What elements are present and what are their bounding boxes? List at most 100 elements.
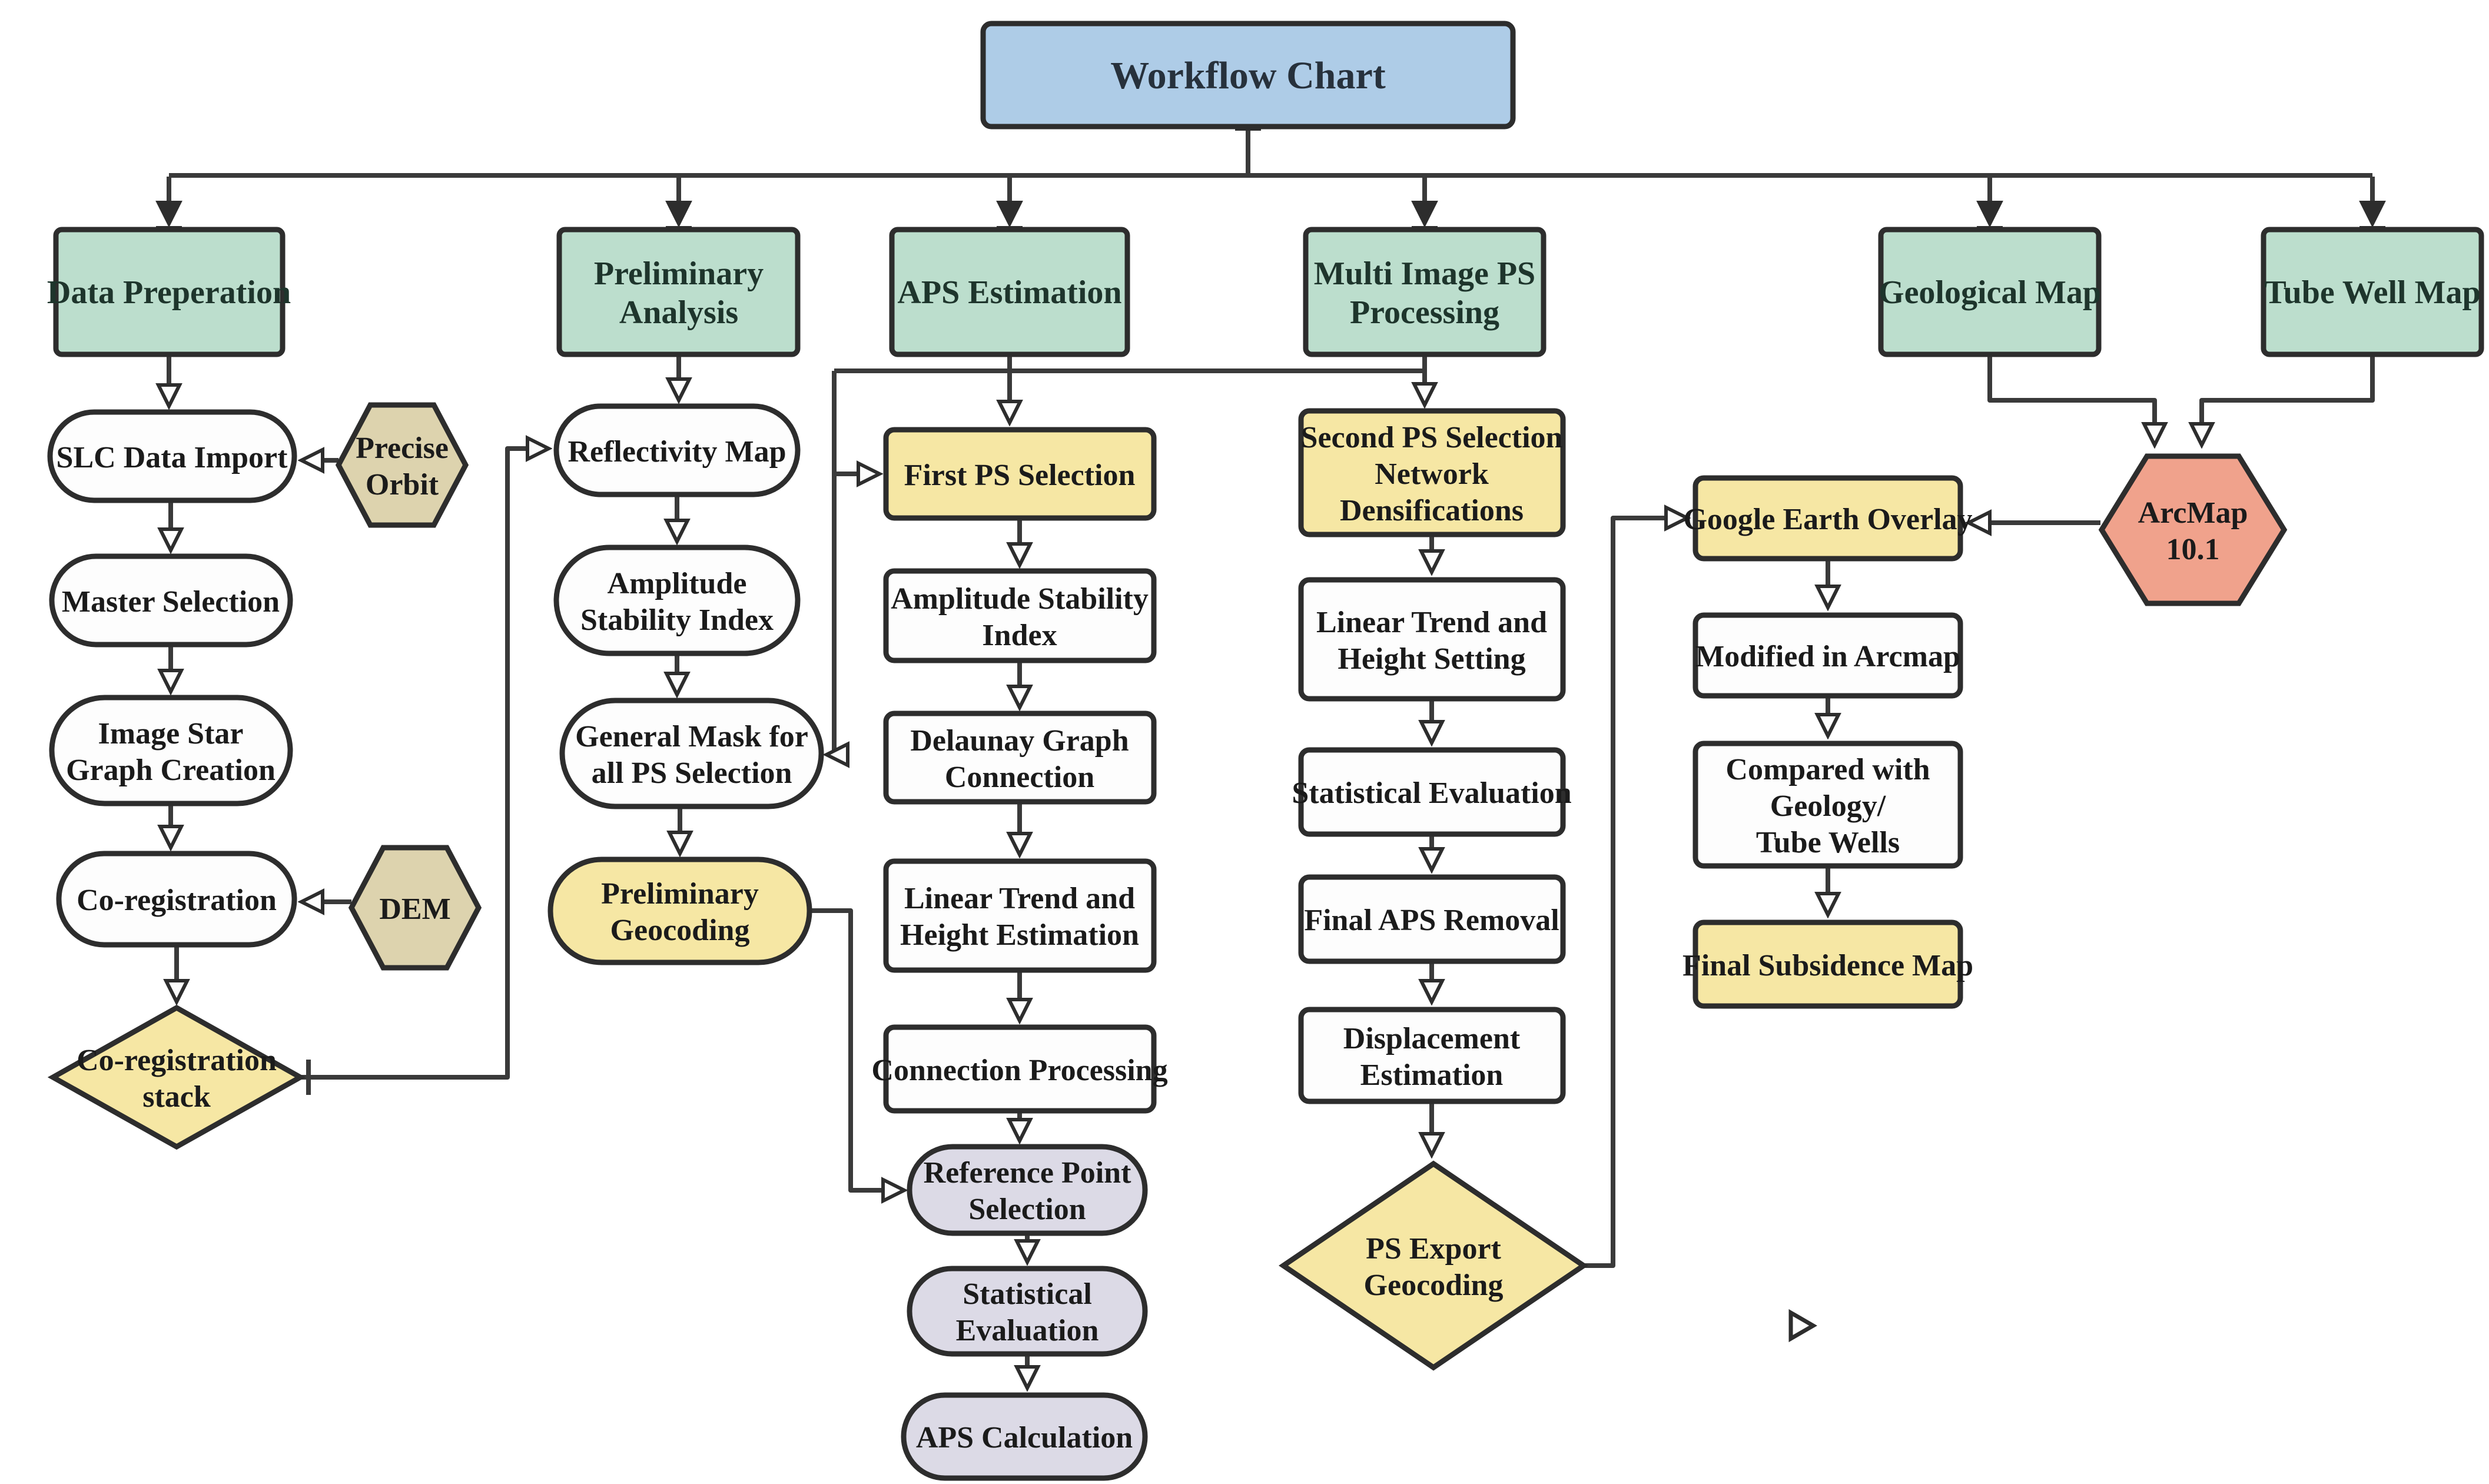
node-first-ps-selection-label: First PS Selection bbox=[904, 459, 1136, 492]
node-statistical-evaluation-3-line2: Evaluation bbox=[956, 1314, 1099, 1347]
node-final-subsidence-map bbox=[1692, 919, 1963, 1009]
node-co-registration-stack-line1: Co-registration bbox=[77, 1044, 277, 1077]
node-image-star-graph-line2: Graph Creation bbox=[66, 753, 276, 787]
node-arcmap-line2: 10.1 bbox=[2166, 533, 2220, 566]
edge-prelimgeo-to-refpoint bbox=[811, 908, 902, 1190]
edge-psexport-to-googleearth bbox=[1584, 518, 1685, 1268]
header-tube-well-map-label: Tube Well Map bbox=[2264, 274, 2480, 311]
node-connection-processing bbox=[883, 1024, 1157, 1114]
node-slc-data-import-label: SLC Data Import bbox=[57, 441, 288, 474]
node-general-mask bbox=[559, 698, 824, 809]
node-statistical-evaluation-4-label: Statistical Evaluation bbox=[1292, 776, 1571, 810]
node-general-mask-line1: General Mask for bbox=[575, 720, 808, 753]
node-final-subsidence-map-label: Final Subsidence Map bbox=[1682, 949, 1973, 982]
node-reflectivity-map bbox=[553, 403, 801, 497]
node-displacement-estimation-line2: Estimation bbox=[1360, 1058, 1504, 1092]
node-co-registration-stack-line2: stack bbox=[142, 1080, 211, 1114]
node-reflectivity-map-label: Reflectivity Map bbox=[568, 435, 786, 469]
node-amplitude-stability-index-3-line2: Index bbox=[982, 619, 1057, 652]
node-precise-orbit bbox=[335, 402, 469, 528]
header-preliminary-analysis bbox=[556, 227, 801, 357]
node-modified-in-arcmap bbox=[1692, 612, 1963, 699]
header-geological-map bbox=[1878, 227, 2102, 357]
node-master-selection-label: Master Selection bbox=[62, 585, 280, 619]
header-aps-estimation bbox=[889, 227, 1130, 357]
title-label: Workflow Chart bbox=[1110, 54, 1386, 97]
node-linear-trend-height-setting bbox=[1298, 577, 1566, 702]
node-image-star-graph-line1: Image Star bbox=[98, 717, 244, 751]
node-aps-calculation bbox=[901, 1392, 1148, 1481]
edge-tubewell-to-arcmap bbox=[2202, 354, 2375, 443]
node-co-registration-label: Co-registration bbox=[77, 884, 277, 917]
node-amplitude-stability-index-3-line1: Amplitude Stability bbox=[891, 582, 1149, 616]
node-first-ps-selection bbox=[883, 427, 1157, 521]
node-preliminary-geocoding-line1: Preliminary bbox=[601, 877, 759, 911]
node-precise-orbit-line2: Orbit bbox=[366, 468, 439, 502]
node-ps-export-geocoding-line1: PS Export bbox=[1366, 1232, 1501, 1266]
connectors bbox=[169, 127, 2372, 1386]
node-co-registration-stack bbox=[47, 1004, 306, 1150]
node-second-ps-selection-line1: Second PS Selection bbox=[1301, 421, 1563, 454]
node-master-selection bbox=[49, 553, 293, 648]
node-displacement-estimation-line1: Displacement bbox=[1343, 1022, 1521, 1055]
node-aps-calculation-label: APS Calculation bbox=[916, 1421, 1133, 1455]
node-amplitude-stability-index-2 bbox=[553, 545, 801, 656]
node-modified-in-arcmap-label: Modified in Arcmap bbox=[1695, 640, 1960, 673]
node-co-registration bbox=[56, 851, 297, 948]
node-compared-with bbox=[1692, 741, 1963, 869]
header-data-preparation bbox=[53, 227, 286, 357]
node-connection-processing-label: Connection Processing bbox=[871, 1054, 1167, 1087]
header-aps-estimation-label: APS Estimation bbox=[897, 274, 1121, 311]
node-compared-with-line3: Tube Wells bbox=[1756, 826, 1900, 859]
header-preliminary-analysis-line1: Preliminary bbox=[594, 255, 764, 292]
node-amplitude-stability-index-2-line2: Stability Index bbox=[580, 603, 774, 637]
node-precise-orbit-line1: Precise bbox=[356, 431, 449, 465]
edge-geological-to-arcmap bbox=[1987, 354, 2155, 443]
node-linear-trend-height-estimation-line1: Linear Trend and bbox=[904, 882, 1135, 915]
edge-bar-to-generalmask-feedback bbox=[829, 371, 834, 755]
node-amplitude-stability-index-2-line1: Amplitude bbox=[608, 567, 747, 600]
node-delaunay-graph bbox=[883, 711, 1157, 805]
node-statistical-evaluation-3 bbox=[907, 1266, 1148, 1357]
node-linear-trend-height-setting-line2: Height Setting bbox=[1338, 642, 1525, 676]
header-multi-image-ps-line2: Processing bbox=[1350, 294, 1499, 331]
node-dem bbox=[348, 845, 482, 971]
header-multi-image-ps bbox=[1303, 227, 1547, 357]
node-general-mask-line2: all PS Selection bbox=[592, 756, 792, 790]
node-delaunay-graph-line1: Delaunay Graph bbox=[910, 724, 1129, 758]
header-tube-well-map bbox=[2261, 227, 2484, 357]
node-arcmap-line1: ArcMap bbox=[2138, 496, 2248, 530]
node-ps-export-geocoding bbox=[1278, 1160, 1589, 1371]
title-box bbox=[980, 21, 1516, 130]
node-preliminary-geocoding-line2: Geocoding bbox=[610, 914, 750, 947]
node-amplitude-stability-index-3 bbox=[883, 568, 1157, 663]
node-final-aps-removal bbox=[1298, 874, 1566, 964]
node-image-star-graph bbox=[49, 695, 293, 806]
node-second-ps-selection-line2: Network bbox=[1375, 457, 1489, 491]
node-reference-point-selection-line1: Reference Point bbox=[924, 1156, 1131, 1190]
node-preliminary-geocoding bbox=[547, 856, 812, 965]
header-geological-map-label: Geological Map bbox=[1879, 274, 2101, 311]
node-slc-data-import bbox=[47, 409, 297, 503]
node-google-earth-overlay bbox=[1692, 475, 1963, 562]
node-linear-trend-height-estimation-line2: Height Estimation bbox=[900, 918, 1139, 952]
stray-arrowhead-icon bbox=[1788, 1309, 1817, 1343]
node-ps-export-geocoding-line2: Geocoding bbox=[1364, 1269, 1504, 1302]
node-dem-label: DEM bbox=[379, 892, 450, 926]
node-displacement-estimation bbox=[1298, 1007, 1566, 1104]
node-final-aps-removal-label: Final APS Removal bbox=[1304, 904, 1559, 937]
node-statistical-evaluation-4 bbox=[1298, 747, 1566, 837]
node-compared-with-line1: Compared with bbox=[1725, 753, 1930, 786]
node-arcmap bbox=[2098, 453, 2288, 606]
header-multi-image-ps-line1: Multi Image PS bbox=[1314, 255, 1535, 292]
node-linear-trend-height-estimation bbox=[883, 858, 1157, 973]
edge-stack-to-reflectivity bbox=[300, 449, 546, 1080]
node-reference-point-selection bbox=[907, 1144, 1148, 1236]
node-delaunay-graph-line2: Connection bbox=[945, 761, 1094, 794]
header-preliminary-analysis-line2: Analysis bbox=[619, 294, 738, 331]
node-google-earth-overlay-label: Google Earth Overlay bbox=[1683, 503, 1972, 536]
node-linear-trend-height-setting-line1: Linear Trend and bbox=[1316, 606, 1547, 639]
connector-tabs bbox=[156, 121, 2385, 235]
